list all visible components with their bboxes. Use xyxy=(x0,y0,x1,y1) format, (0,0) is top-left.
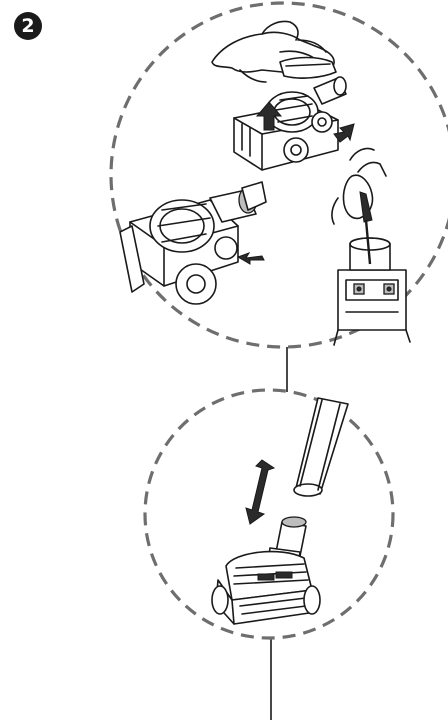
turbo-brush-head xyxy=(211,516,321,625)
vacuum-body-screws xyxy=(333,237,411,346)
double-arrow-icon xyxy=(245,459,276,525)
brush-head-open xyxy=(119,181,267,305)
screwdriver-icon xyxy=(331,147,387,265)
brush-head-upper xyxy=(233,76,355,171)
step-number-badge: 2 xyxy=(14,12,42,40)
step-number: 2 xyxy=(21,15,35,37)
upper-detail-circle xyxy=(109,1,448,349)
lower-detail-circle xyxy=(143,388,395,640)
hand-lifting-cover-icon xyxy=(211,20,337,83)
extension-pipe xyxy=(293,397,349,497)
